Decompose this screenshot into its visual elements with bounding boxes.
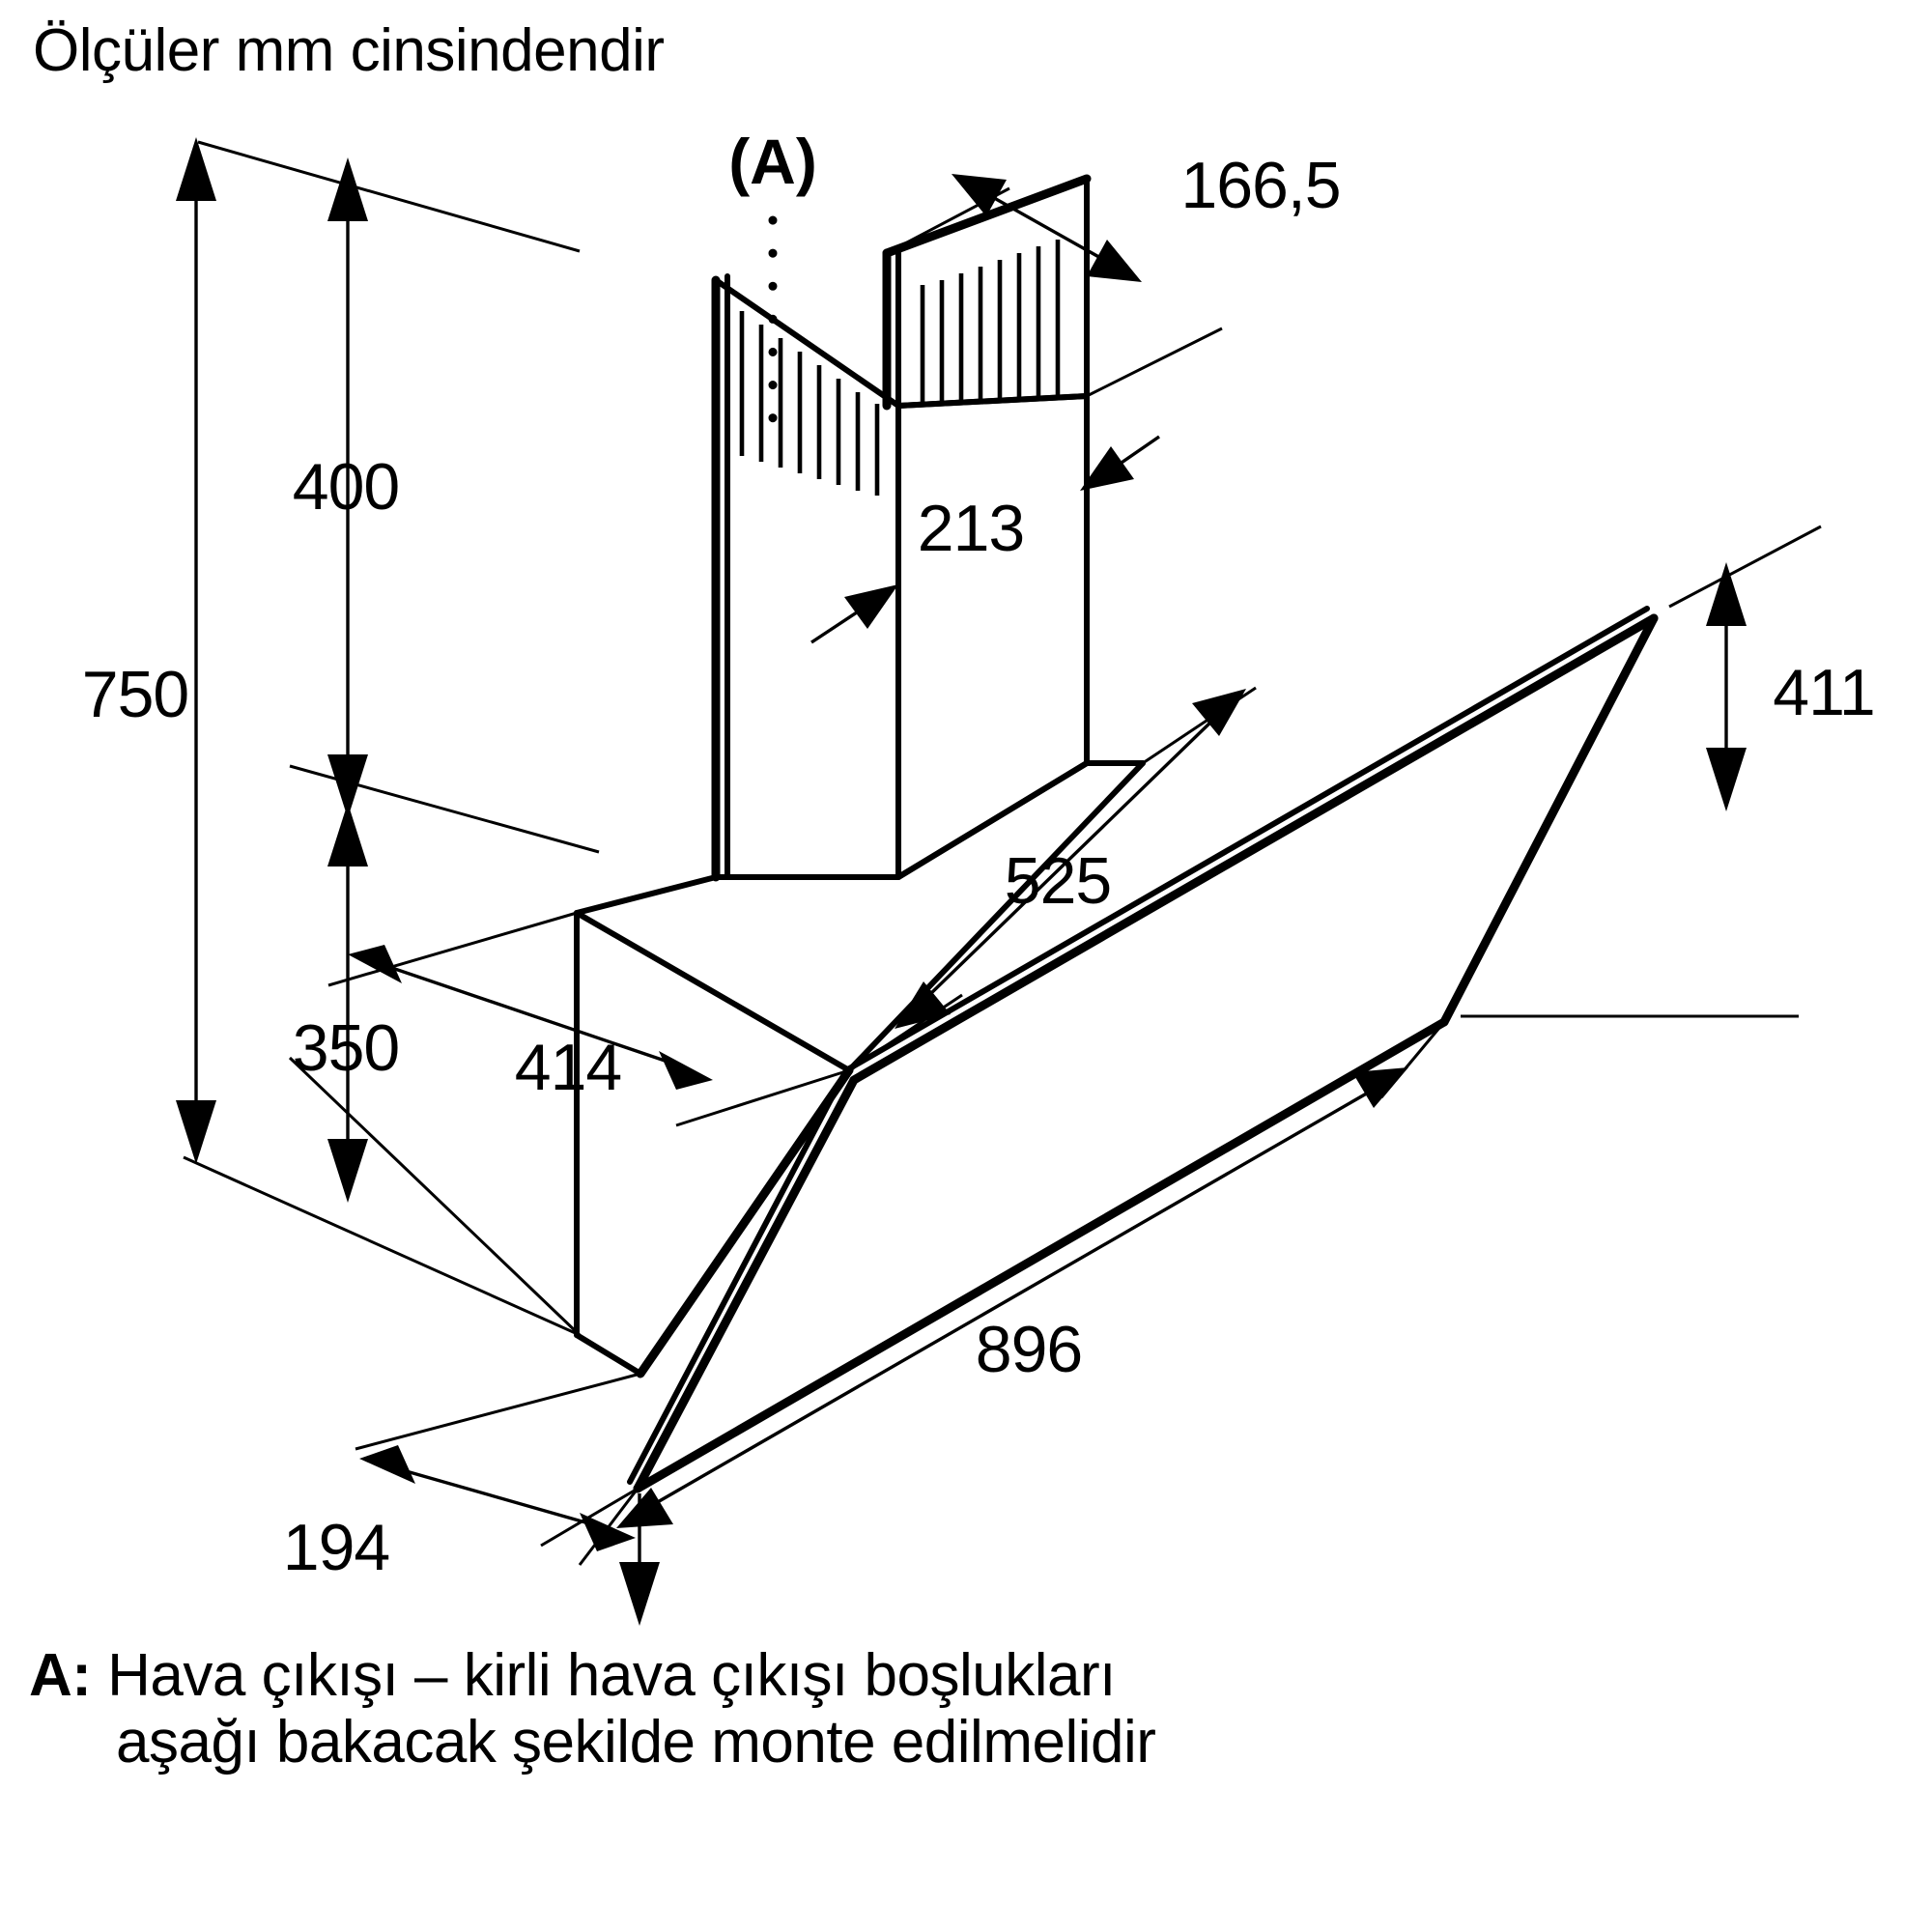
dimension-525: 525 — [848, 686, 1257, 1072]
caption-marker: A: — [29, 1642, 92, 1709]
dimension-194: 194 — [283, 1372, 660, 1626]
vent-slots-lower — [739, 311, 880, 496]
dimension-label-750: 750 — [82, 658, 188, 731]
page-title: Ölçüler mm cinsindendir — [33, 17, 665, 84]
leader-chimney-right — [1080, 435, 1160, 491]
air-outlet-label: (A) — [728, 126, 817, 197]
dimension-label-400: 400 — [293, 450, 399, 524]
dimension-411: 411 — [1461, 525, 1876, 1018]
hood-body — [574, 760, 1146, 1378]
dimension-label-414: 414 — [515, 1031, 621, 1104]
dimension-label-194: 194 — [283, 1511, 389, 1584]
dimension-400: 400 — [289, 157, 600, 854]
dimension-label-896: 896 — [976, 1313, 1082, 1386]
caption-line-2: aşağı bakacak şekilde monte edilmelidir — [116, 1709, 1156, 1776]
dimension-213: 213 — [918, 492, 1025, 565]
dimension-896: 896 — [578, 1021, 1446, 1566]
air-outlet-axis: (A) — [728, 126, 817, 430]
dimension-label-525: 525 — [1005, 844, 1111, 918]
caption-block: A: Hava çıkışı – kirli hava çıkışı boşlu… — [29, 1642, 1903, 1776]
dimension-750: 750 — [82, 137, 581, 1337]
caption-line-1: Hava çıkışı – kirli hava çıkışı boşlukla… — [107, 1642, 1116, 1709]
glass-panel — [627, 606, 1659, 1493]
dimension-label-411: 411 — [1773, 656, 1874, 729]
vent-slots-upper — [920, 240, 1061, 406]
chimney-upper — [882, 174, 1092, 411]
dimension-label-350: 350 — [293, 1011, 399, 1085]
dimension-414: 414 — [327, 911, 850, 1127]
dimension-label-166-5: 166,5 — [1180, 149, 1340, 222]
dimension-350: 350 — [288, 803, 582, 1337]
leader-chimney-front — [810, 584, 898, 644]
dimension-label-213: 213 — [918, 492, 1024, 565]
dimension-166-5: 166,5 — [886, 149, 1342, 398]
